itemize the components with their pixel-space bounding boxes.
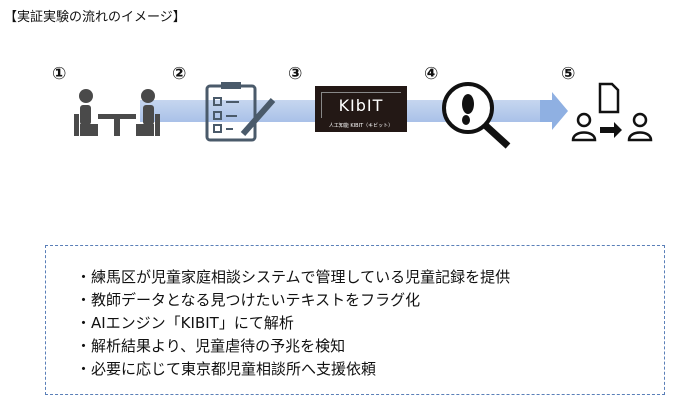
summary-item: ・必要に応じて東京都児童相談所へ支援依頼	[76, 360, 377, 378]
kibit-subtitle: 人工知能 KIBIT（キビット）	[328, 123, 394, 129]
checklist-clipboard-icon	[205, 82, 276, 142]
step-4-number: ④	[424, 64, 439, 84]
summary-item: ・AIエンジン「KIBIT」にて解析	[76, 314, 294, 332]
kibit-ai-engine-logo: KIbIT 人工知能 KIBIT（キビット）	[315, 86, 407, 132]
step-3-number: ③	[288, 64, 303, 84]
meeting-people-icon	[74, 89, 160, 136]
summary-item: ・練馬区が児童家庭相談システムで管理している児童記録を提供	[76, 268, 511, 286]
step-1-number: ①	[52, 64, 67, 84]
kibit-logo-text: KIbIT	[338, 96, 384, 115]
footprint-magnifier-icon	[442, 82, 511, 149]
referral-users-icon	[571, 82, 653, 142]
summary-item: ・解析結果より、児童虐待の予兆を検知	[76, 337, 346, 355]
step-5-number: ⑤	[561, 64, 576, 84]
summary-item: ・教師データとなる見つけたいテキストをフラグ化	[76, 291, 421, 309]
flow-arrow-head-icon	[540, 92, 568, 130]
diagram-title: 【実証実験の流れのイメージ】	[4, 10, 186, 25]
step-2-number: ②	[172, 64, 187, 84]
summary-box: ・練馬区が児童家庭相談システムで管理している児童記録を提供 ・教師データとなる見…	[45, 245, 665, 395]
